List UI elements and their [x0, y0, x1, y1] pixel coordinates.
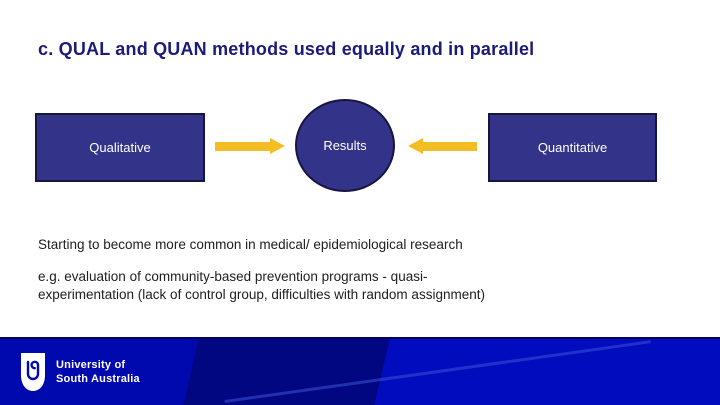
body-paragraph-2-line-1: e.g. evaluation of community-based preve… [38, 269, 428, 284]
unisa-shield-icon [21, 353, 45, 391]
arrow-left-icon [408, 138, 478, 155]
node-label-quantitative: Quantitative [537, 140, 608, 155]
node-label-qualitative: Qualitative [89, 140, 151, 155]
arrow-head [408, 138, 423, 154]
diagram-node-quantitative: Quantitative [488, 113, 657, 182]
body-paragraph-1: Starting to become more common in medica… [38, 237, 463, 252]
slide-title: c. QUAL and QUAN methods used equally an… [38, 39, 535, 59]
arrow-head [270, 138, 285, 154]
logo-text-line-2: South Australia [56, 373, 140, 385]
footer-bar: University of South Australia [0, 337, 720, 405]
node-label-results: Results [323, 138, 367, 153]
footer-diagonal-streak [224, 340, 651, 403]
university-logo-text: University of South Australia [56, 358, 140, 386]
arrow-shaft [215, 142, 271, 151]
university-logo: University of South Australia [20, 352, 140, 392]
diagram-node-qualitative: Qualitative [35, 113, 205, 182]
body-paragraph-2-line-2: experimentation (lack of control group, … [38, 287, 485, 302]
arrow-right-icon [215, 138, 285, 155]
arrow-shaft [423, 142, 477, 151]
logo-text-line-1: University of [56, 359, 126, 371]
diagram-node-results: Results [295, 99, 395, 192]
body-paragraph-2: e.g. evaluation of community-based preve… [38, 268, 688, 304]
